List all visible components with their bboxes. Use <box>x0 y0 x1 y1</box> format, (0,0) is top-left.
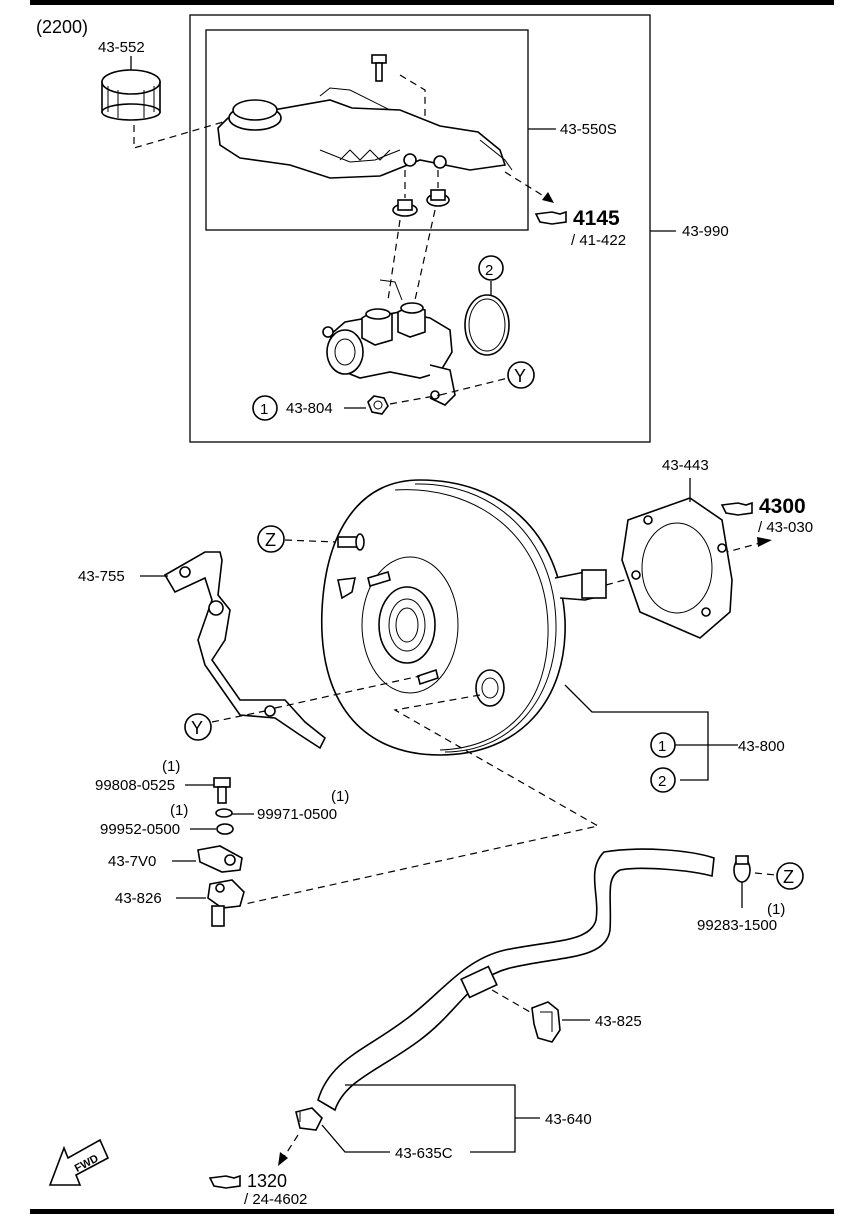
pressure-sensor[interactable] <box>207 879 245 927</box>
leader-booster <box>564 684 709 781</box>
pointing-hand-icon-pedal <box>720 501 753 516</box>
booster-pin <box>337 533 365 551</box>
callout-2-o-ring: 2 <box>478 255 504 281</box>
group-code: (2200) <box>36 17 88 37</box>
master-cylinder[interactable] <box>322 279 456 406</box>
pointing-hand-icon-engine <box>208 1174 241 1189</box>
label-bolt: 99808-0525 <box>95 777 175 794</box>
svg-text:Z: Z <box>783 867 794 887</box>
reservoir-box <box>205 29 529 231</box>
arrow-4145 <box>542 192 554 203</box>
dash-to-4145 <box>504 171 551 201</box>
svg-text:1: 1 <box>658 738 666 755</box>
label-hose-clip: 99283-1500 <box>697 917 777 934</box>
svg-text:2: 2 <box>485 262 493 279</box>
label-clamp: 43-825 <box>595 1013 642 1030</box>
booster-gasket[interactable] <box>621 497 733 639</box>
ref-pedal[interactable]: 4300 <box>759 495 806 518</box>
label-washer-b: 99952-0500 <box>100 821 180 838</box>
reservoir-grommet-a[interactable] <box>392 199 418 217</box>
label-bracket: 43-755 <box>78 568 125 585</box>
dash-grommet-b-down <box>414 209 436 301</box>
hose-clip[interactable] <box>733 855 751 883</box>
ref-engine[interactable]: 1320 <box>247 1171 287 1191</box>
dash-z-upper <box>284 539 337 543</box>
o-ring[interactable] <box>464 294 510 356</box>
label-washer-a-qty: (1) <box>331 788 349 805</box>
dash-y-lower <box>211 710 266 723</box>
reservoir-tank[interactable] <box>217 87 513 179</box>
callout-1-booster: 1 <box>650 732 676 758</box>
leader-vacuum-hose <box>345 1084 516 1153</box>
callout-z-lower: Z <box>776 862 804 890</box>
washer-a[interactable] <box>215 808 233 818</box>
callout-y-lower: Y <box>184 713 212 741</box>
dash-bolt <box>399 74 426 120</box>
check-valve[interactable] <box>295 1107 323 1131</box>
svg-text:Y: Y <box>514 366 526 386</box>
ref-engine-sub: / 24-4602 <box>244 1191 307 1208</box>
bottom-rule <box>30 1209 834 1214</box>
callout-1-nut: 1 <box>252 395 278 421</box>
label-cap: 43-552 <box>98 39 145 56</box>
label-sensor: 43-826 <box>115 890 162 907</box>
ref-master-cylinder-sub: / 41-422 <box>571 232 626 249</box>
label-reservoir: 43-550S <box>560 121 617 138</box>
label-bolt-qty: (1) <box>162 758 180 775</box>
callout-y-top: Y <box>507 361 535 389</box>
svg-text:1: 1 <box>260 401 268 418</box>
arrow-engine <box>278 1152 288 1166</box>
label-washer-a: 99971-0500 <box>257 806 337 823</box>
label-check-valve: 43-635C <box>395 1145 453 1162</box>
ref-master-cylinder[interactable]: 4145 <box>573 207 620 230</box>
brake-booster[interactable] <box>320 479 607 756</box>
bolt[interactable] <box>213 777 231 804</box>
svg-text:Z: Z <box>265 530 276 550</box>
callout-z-upper: Z <box>257 525 285 553</box>
label-sensor-bracket: 43-7V0 <box>108 853 156 870</box>
label-vacuum-hose: 43-640 <box>545 1111 592 1128</box>
reservoir-grommet-b[interactable] <box>426 189 450 207</box>
dash-clamp <box>491 989 531 1013</box>
reservoir-cap[interactable] <box>101 69 161 121</box>
label-gasket: 43-443 <box>662 457 709 474</box>
label-booster: 43-800 <box>738 738 785 755</box>
label-washer-b-qty: (1) <box>170 802 188 819</box>
reservoir-bolt[interactable] <box>371 54 387 82</box>
svg-text:Y: Y <box>191 718 203 738</box>
booster-stud-upper <box>367 570 391 588</box>
dash-z-lower <box>754 872 777 876</box>
hose-clamp[interactable] <box>531 1001 561 1043</box>
sensor-bracket[interactable] <box>197 845 243 873</box>
vacuum-hose[interactable] <box>317 848 715 1112</box>
master-assy-box <box>189 14 651 443</box>
dash-cap <box>133 119 231 149</box>
booster-bracket[interactable] <box>163 551 327 750</box>
label-hose-clip-qty: (1) <box>767 901 785 918</box>
label-nut: 43-804 <box>286 400 333 417</box>
arrow-pedal <box>757 537 772 547</box>
ref-pedal-sub: / 43-030 <box>758 519 813 536</box>
fwd-arrow-icon: FWD <box>48 1138 110 1186</box>
pointing-hand-icon <box>534 210 567 225</box>
callout-2-booster: 2 <box>650 767 676 793</box>
svg-text:2: 2 <box>658 773 666 790</box>
washer-b[interactable] <box>216 823 234 835</box>
dash-grommet-a-down <box>387 219 401 301</box>
nut[interactable] <box>367 395 389 415</box>
top-rule <box>30 0 834 5</box>
o-ring-inner <box>468 298 506 352</box>
label-master-assy: 43-990 <box>682 223 729 240</box>
leader-check-valve <box>321 1124 390 1153</box>
booster-stud-lower <box>417 668 439 686</box>
dash-nut <box>389 394 441 405</box>
dash-y-stud <box>274 675 421 709</box>
